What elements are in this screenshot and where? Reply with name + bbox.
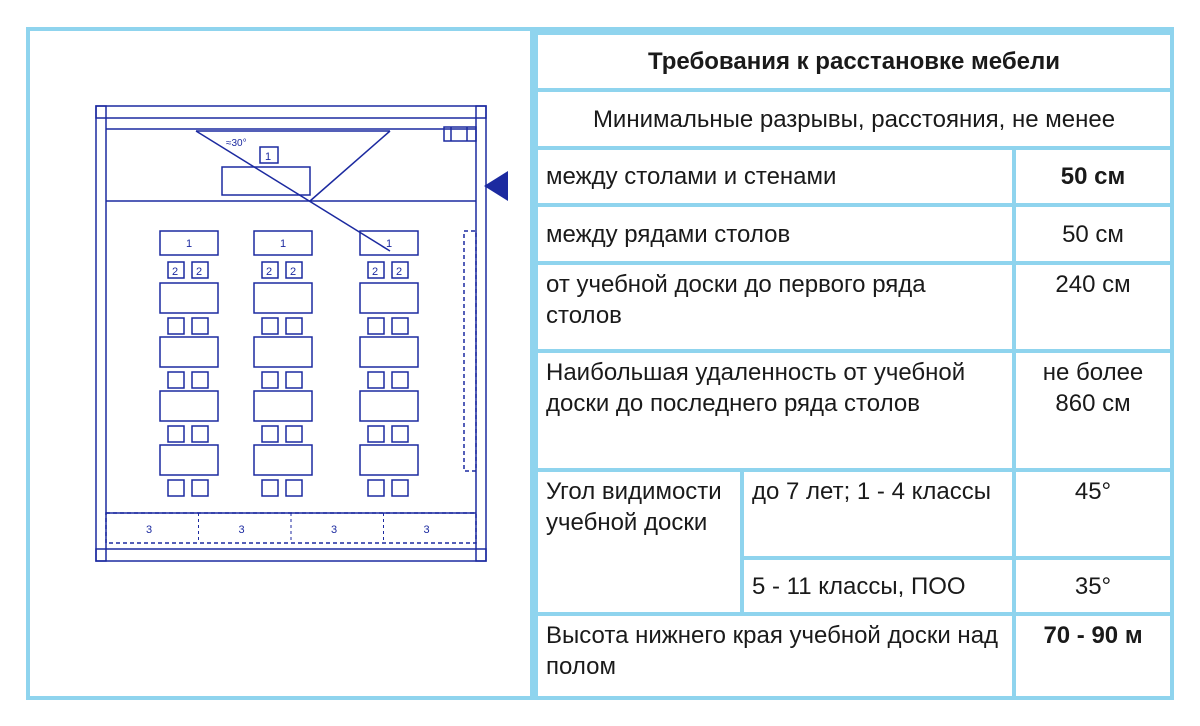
student-chair <box>285 261 303 279</box>
row-label: Наибольшая удаленность от учебной доски … <box>534 349 1016 472</box>
student-desk <box>253 336 313 368</box>
height-label: Высота нижнего края учебной доски над по… <box>534 612 1016 700</box>
row-value: не более 860 см <box>1011 349 1175 472</box>
chair-label: 2 <box>396 266 402 278</box>
table-subtitle: Минимальные разрывы, расстояния, не мене… <box>533 88 1175 150</box>
student-desk-first <box>159 230 219 256</box>
student-chair <box>391 479 409 497</box>
student-chair <box>191 261 209 279</box>
sight-line-left <box>195 130 391 252</box>
angle-group: до 7 лет; 1 - 4 классы <box>740 468 1016 560</box>
student-chair <box>285 425 303 443</box>
student-chair <box>391 371 409 389</box>
chair-label: 2 <box>266 266 272 278</box>
student-desk <box>159 390 219 422</box>
angle-group: 5 - 11 классы, ПОО <box>740 556 1016 616</box>
row-value: 50 см <box>1011 203 1175 265</box>
row-value: 50 см <box>1011 146 1175 207</box>
cabinet-label: 3 <box>239 524 245 536</box>
teacher-chair <box>259 146 279 164</box>
student-chair <box>261 261 279 279</box>
student-desk <box>159 444 219 476</box>
teacher-chair-label: 1 <box>265 151 271 163</box>
classroom-plan: ≈30° 1 1 2 2 1 2 2 1 2 2 3 3 3 3 <box>30 31 530 696</box>
wall-bottom <box>95 548 487 562</box>
student-desk <box>359 336 419 368</box>
angle-label: Угол видимости учебной доски <box>534 468 744 616</box>
desk-grid: 1 2 2 1 2 2 1 2 2 <box>159 230 419 497</box>
row-label: между столами и стенами <box>534 146 1016 207</box>
row-label: между рядами столов <box>534 203 1016 265</box>
student-chair <box>191 425 209 443</box>
student-chair <box>367 261 385 279</box>
chair-label: 2 <box>196 266 202 278</box>
student-chair <box>367 479 385 497</box>
student-desk <box>359 390 419 422</box>
student-desk <box>159 282 219 314</box>
student-chair <box>167 371 185 389</box>
door-frame <box>443 126 477 142</box>
desk-label: 1 <box>186 238 192 250</box>
student-chair <box>191 371 209 389</box>
student-desk <box>159 336 219 368</box>
student-chair <box>367 317 385 335</box>
student-chair <box>191 317 209 335</box>
student-desk <box>253 282 313 314</box>
student-chair <box>391 317 409 335</box>
height-value: 70 - 90 м <box>1011 612 1175 700</box>
student-chair <box>261 425 279 443</box>
student-desk-first <box>359 230 419 256</box>
classroom-plan-drawing: ≈30° 1 1 2 2 1 2 2 1 2 2 3 3 3 3 <box>95 105 508 562</box>
student-chair <box>285 479 303 497</box>
cabinet-label: 3 <box>424 524 430 536</box>
student-desk-first <box>253 230 313 256</box>
angle-label: ≈30° <box>226 138 247 149</box>
window-strip <box>463 230 477 472</box>
student-chair <box>261 317 279 335</box>
angle-value: 45° <box>1011 468 1175 560</box>
student-chair <box>167 479 185 497</box>
student-chair <box>167 261 185 279</box>
student-desk <box>359 282 419 314</box>
row-value: 240 см <box>1011 261 1175 353</box>
angle-value: 35° <box>1011 556 1175 616</box>
panel-divider <box>530 31 534 696</box>
desk-label: 1 <box>280 238 286 250</box>
triangle-marker-icon <box>484 171 508 201</box>
student-desk <box>359 444 419 476</box>
chair-label: 2 <box>172 266 178 278</box>
wall-top <box>95 105 487 119</box>
student-chair <box>367 371 385 389</box>
sight-line-diag <box>309 130 391 202</box>
teacher-desk <box>221 166 311 196</box>
student-chair <box>261 371 279 389</box>
row-label: от учебной доски до первого ряда столов <box>534 261 1016 353</box>
student-desk <box>253 444 313 476</box>
student-chair <box>167 317 185 335</box>
requirements-table: Требования к расстановке мебели Минималь… <box>533 31 1175 700</box>
student-chair <box>391 261 409 279</box>
chair-label: 2 <box>290 266 296 278</box>
cabinet-row: 3 3 3 3 <box>146 513 430 543</box>
student-desk <box>253 390 313 422</box>
desk-label: 1 <box>386 238 392 250</box>
wall-right <box>475 105 487 562</box>
wall-left <box>95 105 107 562</box>
student-chair <box>167 425 185 443</box>
student-chair <box>285 371 303 389</box>
student-chair <box>191 479 209 497</box>
table-title: Требования к расстановке мебели <box>533 31 1175 92</box>
student-chair <box>391 425 409 443</box>
student-chair <box>261 479 279 497</box>
student-chair <box>285 317 303 335</box>
student-chair <box>367 425 385 443</box>
chair-label: 2 <box>372 266 378 278</box>
cabinet-label: 3 <box>331 524 337 536</box>
cabinet-label: 3 <box>146 524 152 536</box>
